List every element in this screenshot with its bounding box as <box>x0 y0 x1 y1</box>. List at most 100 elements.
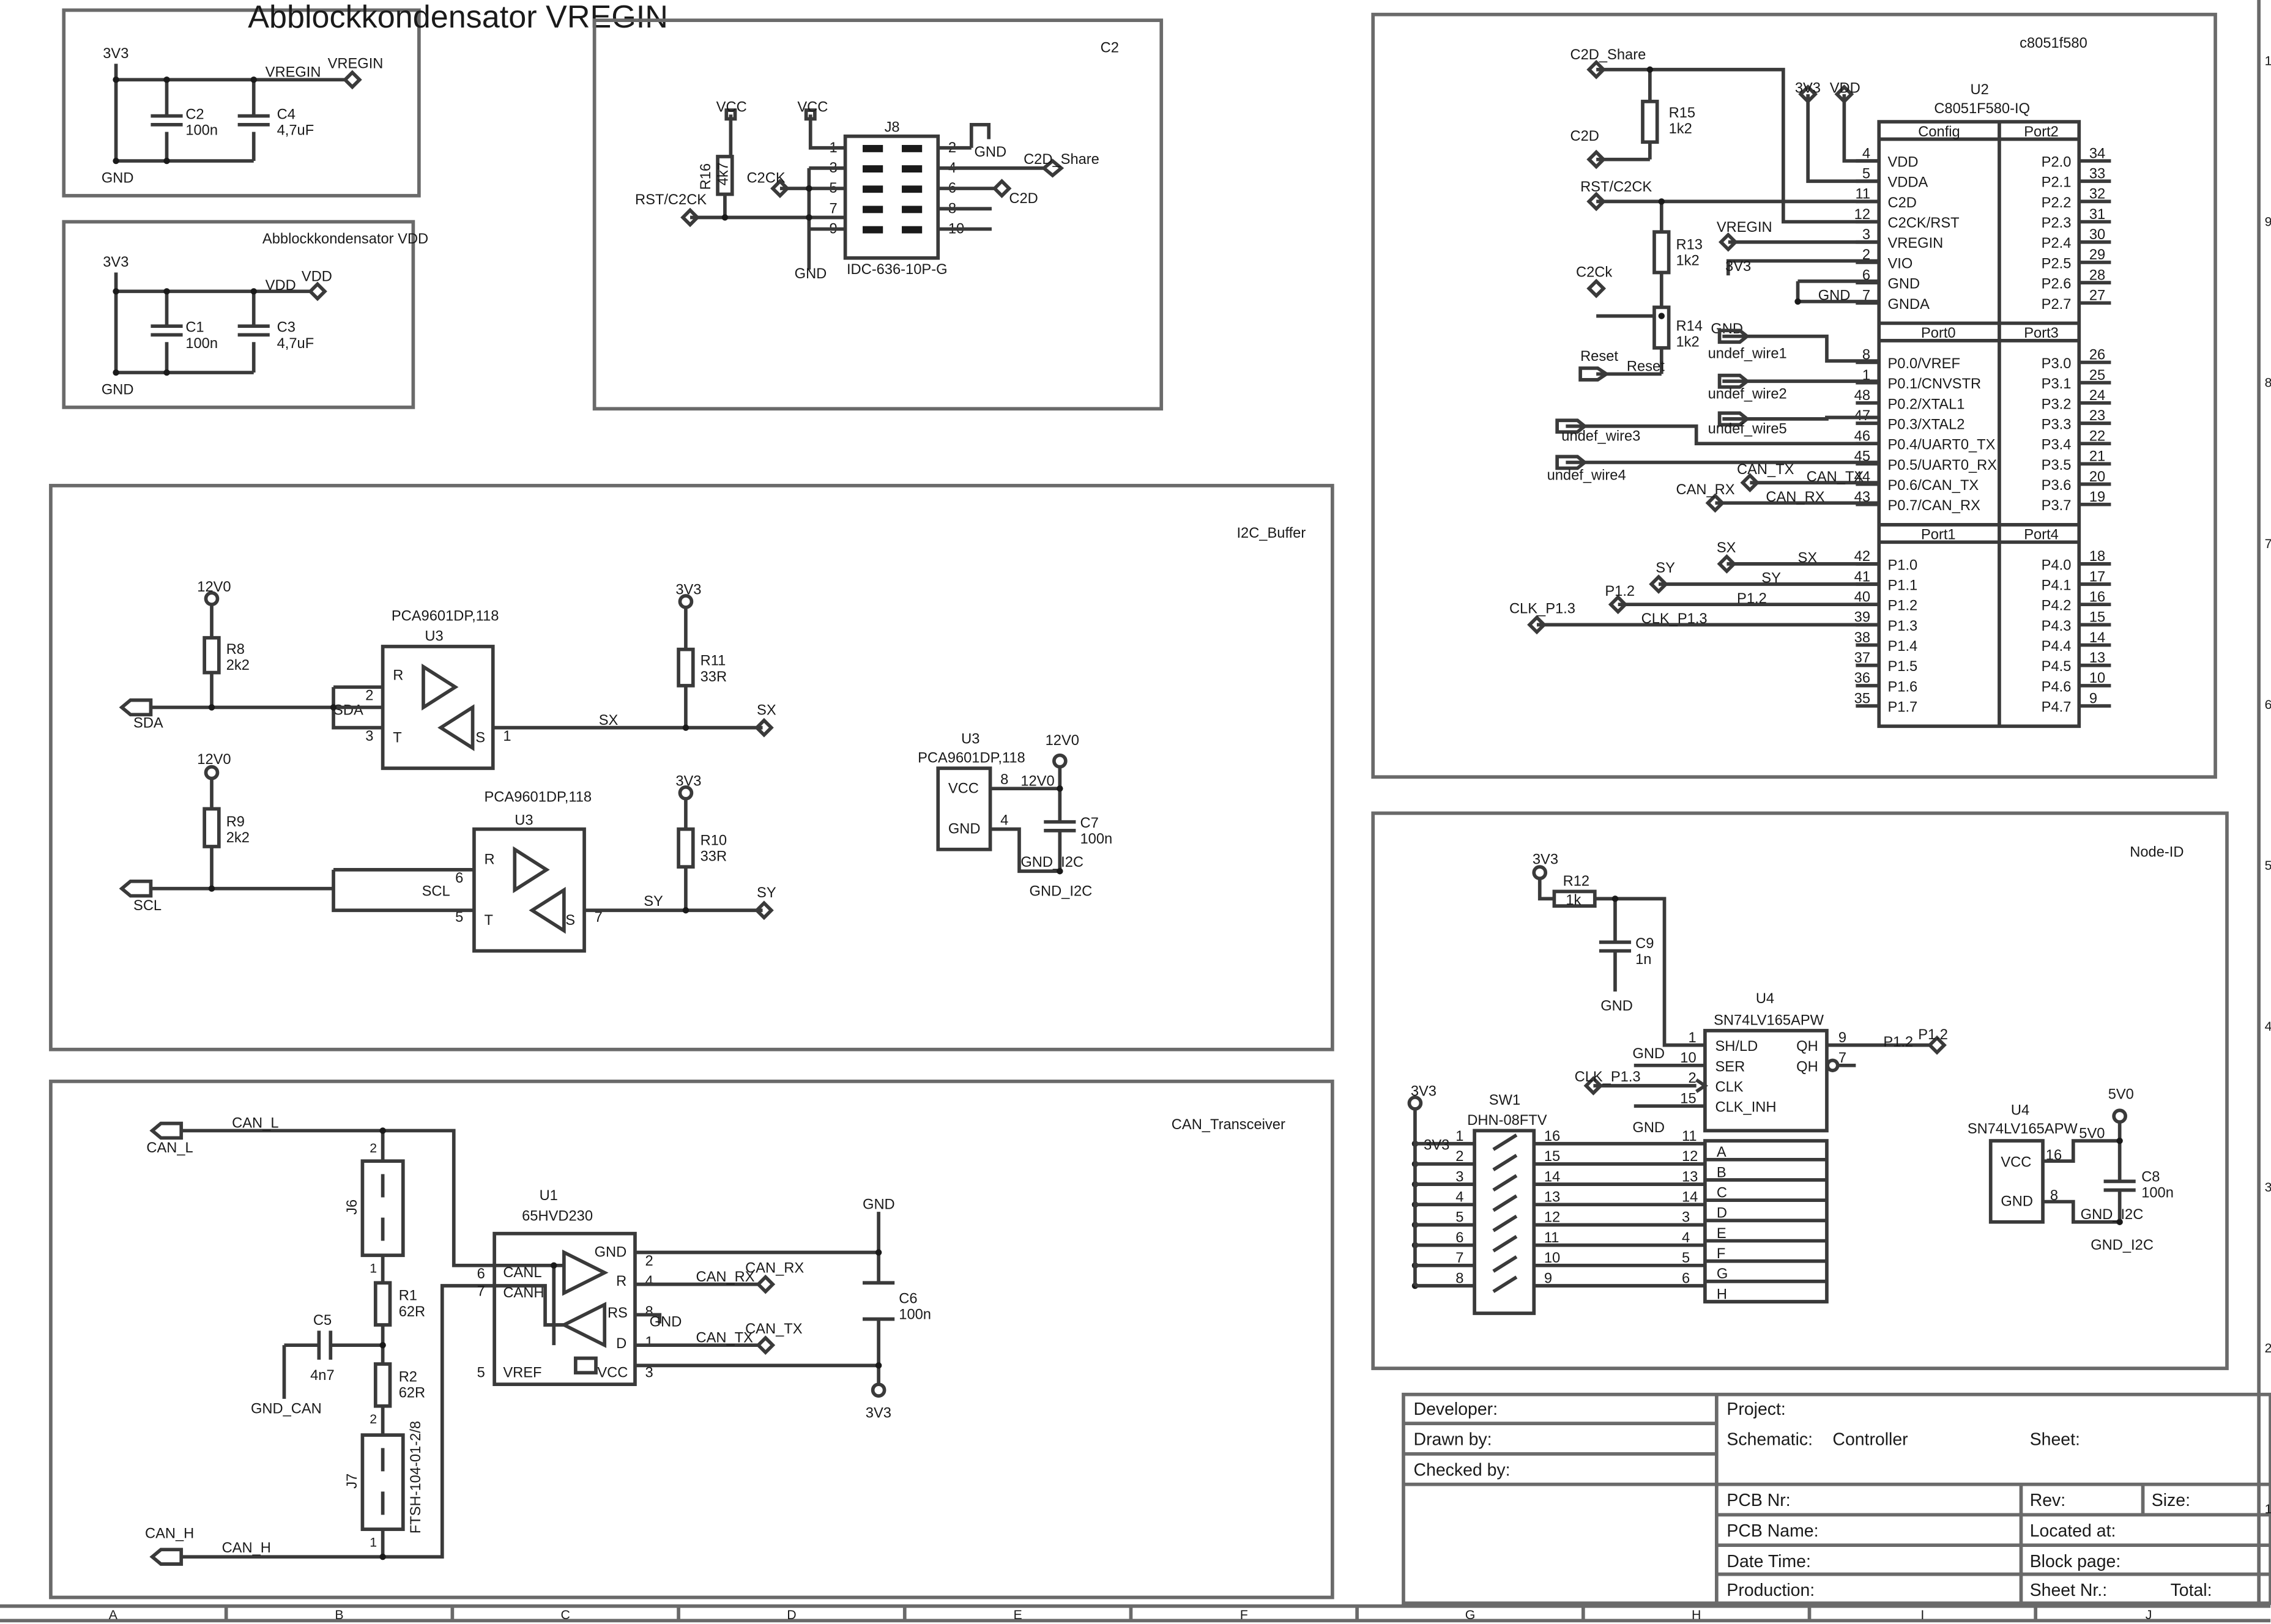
ref-j6: J6 <box>344 1199 360 1215</box>
pin-num: 2 <box>370 1141 377 1155</box>
sw-pin-number: 3 <box>1455 1169 1463 1185</box>
port-can-rx: CAN_RX <box>745 1261 804 1277</box>
block-title: C2 <box>1101 40 1119 56</box>
net-3v3: 3V3 <box>1533 851 1558 867</box>
pin-num: 4 <box>645 1274 653 1289</box>
j8-pad <box>863 165 883 173</box>
resistor-r11 <box>677 647 695 688</box>
grid-column-label: C <box>561 1607 570 1622</box>
mcu-pin-name: GND <box>1887 276 1920 292</box>
shift-input-name: D <box>1717 1206 1727 1222</box>
mcu-pin-name: P2.1 <box>2042 175 2072 191</box>
sw-pin-number: 1 <box>1455 1129 1463 1144</box>
block-frame <box>49 484 1334 1051</box>
net-sx: SX <box>1717 540 1736 556</box>
net-gnd-i2c: GND_I2C <box>2091 1237 2154 1253</box>
tb-schematic: Schematic: <box>1726 1430 1813 1450</box>
block-decoupling-vdd: Abblockkondensator VDD 3V3 GND VDD VDD C… <box>62 220 428 409</box>
grid-column-label: G <box>1465 1607 1476 1622</box>
mcu-pin-name: P2.7 <box>2042 297 2072 313</box>
mcu-pin-number: 40 <box>1854 589 1870 605</box>
val-u3: PCA9601DP,118 <box>918 751 1025 766</box>
mcu-pin-name: P4.4 <box>2042 639 2072 654</box>
mcu-pin-name: P4.3 <box>2042 618 2072 634</box>
sw-pin-number: 14 <box>1544 1169 1560 1185</box>
mcu-pin-number: 37 <box>1854 650 1870 666</box>
mcu-pin-name: P1.0 <box>1887 557 1917 573</box>
ref-r16: R16 <box>698 163 714 190</box>
tb-checked-by: Checked by: <box>1414 1460 1511 1480</box>
pin-rs: RS <box>608 1305 628 1321</box>
block-frame <box>1371 811 2229 1370</box>
net-gnd: GND <box>1818 288 1851 304</box>
pin-num: 1 <box>503 729 511 744</box>
val-c4: 4,7uF <box>277 122 314 138</box>
pin-r: R <box>616 1274 626 1289</box>
resistor-r1 <box>373 1281 392 1327</box>
ref-u4: U4 <box>1756 991 1774 1007</box>
ref-r11: R11 <box>701 653 726 669</box>
shift-register-power <box>1988 1139 2045 1224</box>
net-c2d: C2D <box>1570 128 1599 144</box>
val-r14: 1k2 <box>1676 334 1699 350</box>
ref-r15: R15 <box>1669 105 1695 121</box>
tb-developer: Developer: <box>1414 1400 1498 1419</box>
mcu-pin-number: 34 <box>2089 146 2105 161</box>
net-5v0: 5V0 <box>2079 1125 2105 1141</box>
val-r2: 62R <box>399 1385 425 1401</box>
port-sx: SX <box>757 702 776 718</box>
tb-pcb-name: PCB Name: <box>1726 1521 1818 1541</box>
ref-c5: C5 <box>313 1313 332 1329</box>
block-frame <box>592 18 1164 411</box>
mcu-pin-number: 13 <box>2089 650 2105 666</box>
mcu-pin-number: 24 <box>2089 388 2105 404</box>
pin-num: 1 <box>370 1261 377 1276</box>
shift-input-number: 11 <box>1682 1129 1697 1144</box>
net-12v0: 12V0 <box>197 752 231 768</box>
mcu-pin-name: P0.1/CNVSTR <box>1887 376 1981 392</box>
tb-production: Production: <box>1726 1581 1815 1600</box>
val-u4: SN74LV165APW <box>1968 1121 2078 1137</box>
tb-schematic-value: Controller <box>1832 1430 1908 1450</box>
block-title: Abblockkondensator VDD <box>262 231 428 247</box>
grid-row-label: 2 <box>2265 1341 2271 1355</box>
ref-j7: J7 <box>344 1474 360 1489</box>
val-r10: 33R <box>701 849 727 865</box>
mcu-pin-number: 19 <box>2089 489 2105 505</box>
net-gnd: GND <box>1632 1046 1665 1062</box>
ref-c9: C9 <box>1635 936 1654 952</box>
mcu-pin-name: P4.6 <box>2042 679 2072 695</box>
pin-canl: CANL <box>503 1265 541 1281</box>
net-undef-wire4: undef_wire4 <box>1547 467 1626 483</box>
net-p12: P1.2 <box>1605 584 1635 599</box>
resistor-r9 <box>203 807 221 848</box>
sw-pin-number: 13 <box>1544 1190 1560 1206</box>
grid-row-label: 1 <box>2265 1502 2271 1516</box>
pin-gnd: GND <box>948 821 981 837</box>
net-gnd-i2c: GND_I2C <box>1020 855 1083 870</box>
net-vcc: VCC <box>716 99 747 115</box>
mcu-pin-name: P1.6 <box>1887 679 1917 695</box>
ref-r14: R14 <box>1676 318 1702 334</box>
port-sda: SDA <box>133 716 163 732</box>
pin-canh: CANH <box>503 1285 544 1301</box>
net-gnd: GND <box>1600 998 1633 1014</box>
shift-pin-number: 10 <box>1680 1050 1696 1066</box>
mcu-pin-number: 8 <box>1862 347 1870 363</box>
pin-num: 8 <box>1000 772 1008 788</box>
ref-r2: R2 <box>399 1369 417 1385</box>
val-u4: SN74LV165APW <box>1714 1012 1824 1028</box>
mcu-pin-name: P0.7/CAN_RX <box>1887 498 1980 514</box>
pin-s: S <box>475 730 485 746</box>
net-12v0: 12V0 <box>197 579 231 595</box>
net-can-tx: CAN_TX <box>1807 469 1864 485</box>
val-c8: 100n <box>2141 1185 2174 1201</box>
shift-input-name: F <box>1717 1246 1725 1262</box>
mcu-pin-name: VREGIN <box>1887 235 1943 251</box>
j8-pad <box>863 226 883 234</box>
block-frame <box>62 220 415 409</box>
mcu-pin-number: 27 <box>2089 288 2105 304</box>
mcu-pin-number: 1 <box>1862 368 1870 384</box>
net-rst-c2ck: RST/C2CK <box>635 192 707 208</box>
